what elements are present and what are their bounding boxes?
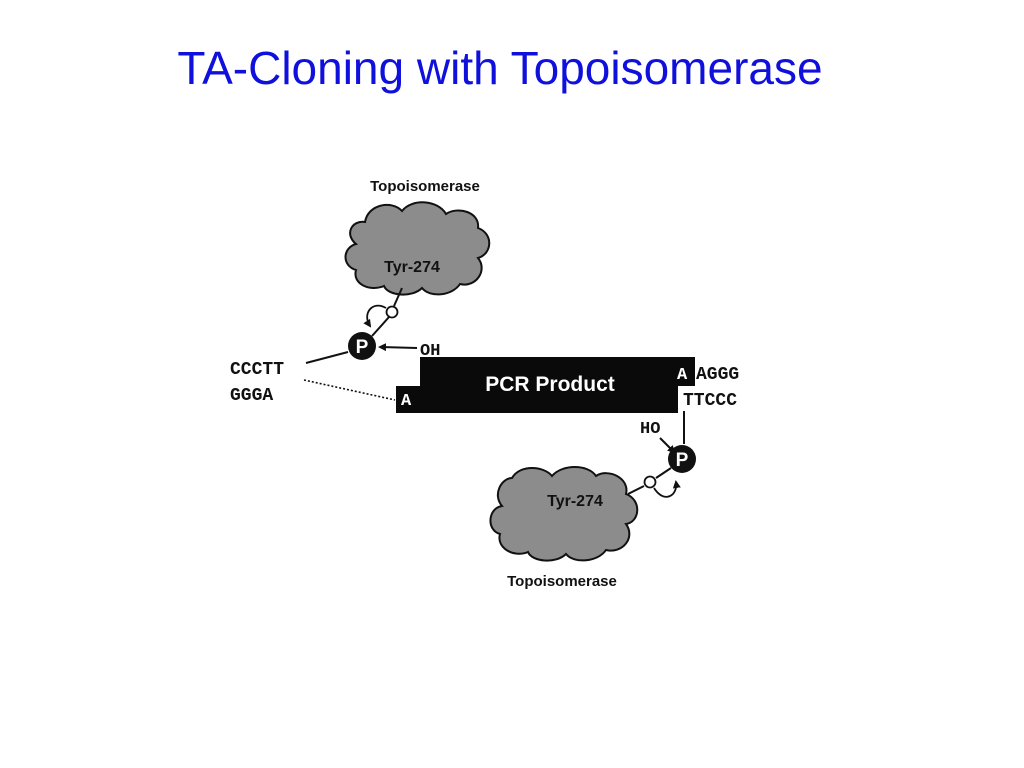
bottom-topoisomerase-blob [489, 466, 639, 562]
top-topoisomerase-label: Topoisomerase [370, 178, 480, 195]
bottom-oxygen [643, 475, 657, 489]
top-topoisomerase-blob [344, 201, 491, 296]
slide-title: TA-Cloning with Topoisomerase [177, 42, 823, 94]
pcr-product-label: PCR Product [485, 373, 615, 396]
left-a-overhang: A [401, 392, 412, 411]
top-oxygen [385, 305, 399, 319]
oh-arrow [378, 343, 418, 352]
left-top-strand: CCCTT [230, 360, 284, 380]
right-phosphate-label: P [676, 450, 689, 471]
bottom-tyr-bond [627, 485, 645, 495]
left-bottom-strand: GGGA [230, 386, 273, 406]
bottom-o-p-bond [655, 467, 672, 479]
right-phosphate [668, 445, 696, 473]
left-phosphate [348, 332, 376, 360]
bottom-topoisomerase-label: Topoisomerase [507, 573, 617, 590]
left-hydroxyl-label: OH [420, 342, 440, 361]
bottom-residue-label: Tyr-274 [547, 493, 603, 510]
right-bottom-strand: TTCCC [683, 391, 737, 411]
pcr-product-block [396, 357, 695, 413]
top-tyr-bond [393, 287, 403, 307]
top-residue-label: Tyr-274 [384, 259, 440, 276]
left-top-strand-bond [305, 351, 349, 364]
left-dotted-pairing [303, 379, 396, 401]
right-top-strand: AGGG [696, 365, 739, 385]
left-phosphate-label: P [356, 337, 369, 358]
bottom-curved-arrow [653, 480, 681, 498]
right-a-overhang: A [677, 366, 688, 385]
right-hydroxyl-label: HO [640, 420, 660, 439]
top-o-p-bond [371, 316, 390, 337]
top-curved-arrow [363, 304, 387, 328]
